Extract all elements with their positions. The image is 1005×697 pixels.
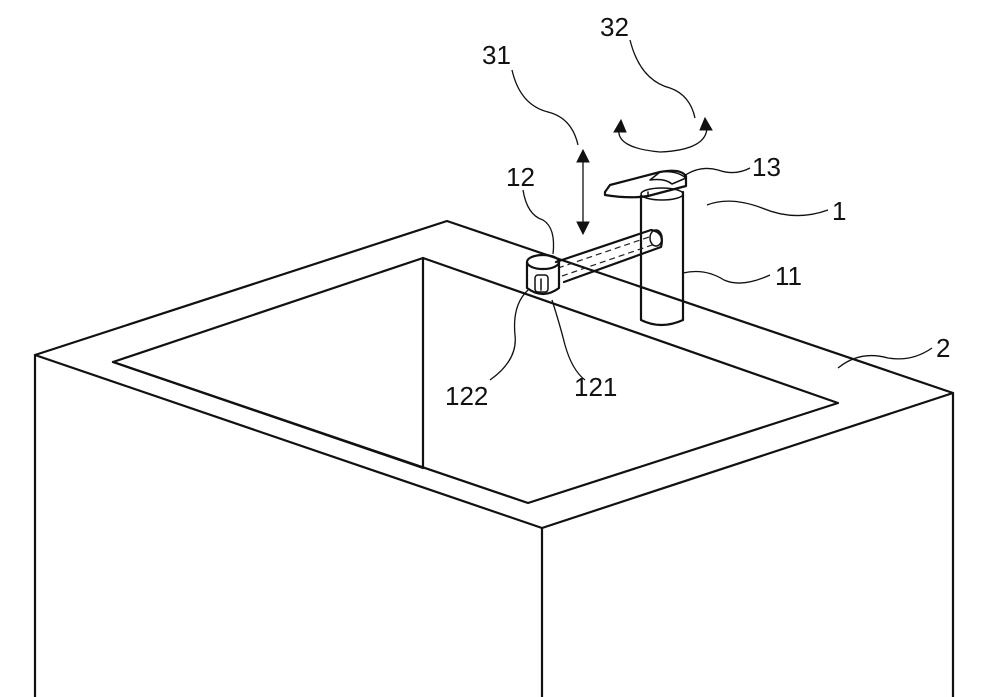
label-1: 1 [832,196,846,226]
reference-numerals: 31 32 12 13 1 11 2 122 121 [445,12,950,411]
sink-top-outline [33,219,955,530]
sink-basin [111,256,840,505]
leader-1 [706,200,829,217]
leader-2 [837,347,933,369]
faucet-spout [554,228,663,284]
leader-11 [682,270,771,284]
leader-31 [511,69,579,146]
leader-12 [522,189,555,255]
label-31: 31 [482,40,511,70]
faucet-body [639,187,685,327]
leader-lines [489,39,933,381]
leader-121 [551,299,586,381]
label-121: 121 [574,372,617,402]
leader-32 [629,39,696,119]
basin-bottom-left [111,360,425,470]
label-32: 32 [600,12,629,42]
sensor-window [534,274,549,293]
leader-122 [489,289,529,381]
rotation-motion-arrow [613,116,713,153]
leader-13 [683,167,751,177]
spout-head [525,253,561,296]
label-13: 13 [752,152,781,182]
label-11: 11 [775,261,802,291]
label-12: 12 [506,162,535,192]
faucet [525,169,688,327]
vertical-motion-arrow [576,148,590,236]
sink-cabinet [33,219,955,697]
faucet-lever [603,169,688,199]
label-2: 2 [936,333,950,363]
label-122: 122 [445,381,488,411]
